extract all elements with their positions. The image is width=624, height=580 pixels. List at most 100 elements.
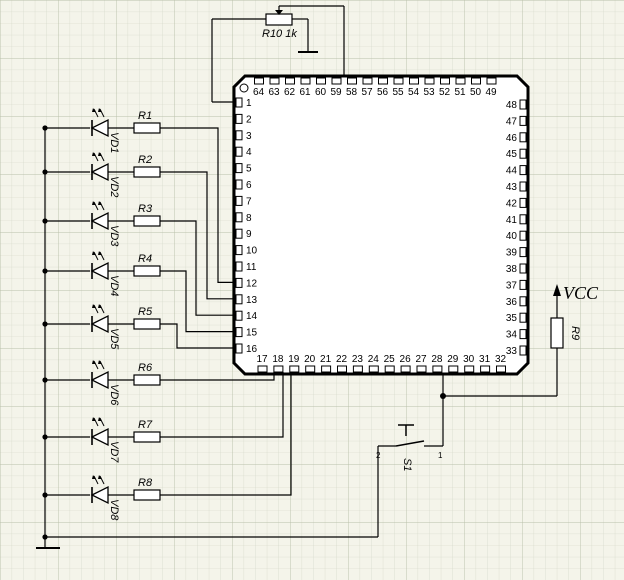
chip-pin [519,345,527,356]
led-resistor[interactable] [133,431,161,443]
chip-pin-label: 50 [470,87,482,98]
chip-pin [368,365,379,373]
chip-pin [480,365,491,373]
vcc-arrow: VCC [553,283,599,303]
chip-pin [321,365,332,373]
chip-pin-label: 60 [315,87,327,98]
led-label: VD2 [108,176,120,197]
chip-pin [347,77,357,85]
led-resistor[interactable] [133,166,161,178]
chip-pin-label: 58 [346,87,358,98]
chip-pin [519,165,527,176]
chip-pin [519,115,527,126]
chip-pin [235,212,243,223]
chip-pin [519,214,527,225]
led-resistor[interactable] [133,122,161,134]
chip-pin-label: 40 [506,231,518,242]
chip-pin-label: 56 [377,87,389,98]
chip-pin [235,294,243,305]
microcontroller-chip[interactable] [232,74,530,376]
chip-pin [519,230,527,241]
chip-pin-label: 53 [423,87,435,98]
resistor-label: R3 [138,203,153,215]
chip-pin [352,365,363,373]
chip-pin [519,312,527,323]
chip-pin-label: 47 [506,116,518,127]
switch-s1[interactable]: S1 1 2 [376,424,444,537]
led-resistor[interactable] [133,489,161,501]
chip-pin [305,365,316,373]
chip-pin-label: 23 [352,354,364,365]
chip-pin-label: 28 [431,354,443,365]
chip-pin-label: 26 [400,354,412,365]
chip-pin [393,77,404,85]
chip-pin [254,77,264,85]
chip-pin-label: 35 [506,313,518,324]
chip-pin [235,245,243,256]
chip-pin [337,365,347,373]
chip-pin [235,146,243,157]
chip-pin [519,148,527,159]
resistor-label: R1 [138,110,152,122]
chip-pin-label: 42 [506,198,518,209]
chip-pin-label: 62 [284,87,296,98]
chip-pins [235,77,527,373]
resistor-label: R4 [138,253,152,265]
chip-pin-label: 59 [330,87,342,98]
pin1-marker [239,83,249,93]
chip-pin [409,77,419,85]
chip-pin-label: 4 [246,147,252,158]
led-label: VD8 [108,499,120,521]
chip-pin [235,130,243,141]
chip-pin-label: 64 [253,87,265,98]
led-resistor[interactable] [133,215,161,227]
chip-pin-label: 39 [506,248,518,259]
chip-pin [471,77,481,85]
chip-pin [486,77,497,85]
chip-pin [235,327,243,338]
chip-pin [432,365,443,373]
chip-pin-label: 61 [299,87,311,98]
potentiometer-r10[interactable]: R10 1k [211,5,345,103]
chip-pin-label: 33 [506,346,518,357]
vcc-label: VCC [563,283,599,303]
chip-pin [362,77,373,85]
pullup-r9[interactable]: R9 [443,300,581,397]
led-resistor[interactable] [133,374,161,386]
chip-pin-label: 22 [336,354,348,365]
chip-pin-label: 63 [268,87,280,98]
chip-pin-label: 57 [361,87,373,98]
resistor-label: R7 [138,419,153,431]
chip-pin-label: 10 [246,246,258,257]
chip-pin [424,77,435,85]
resistor-label: R2 [138,154,152,166]
chip-pin [257,365,268,373]
chip-pin-label: 19 [288,354,300,365]
chip-pin [384,365,395,373]
chip-pin-label: 12 [246,278,258,289]
led-label: VD7 [108,441,120,463]
chip-pin [285,77,295,85]
led-label: VD3 [108,225,120,247]
chip-pin [235,310,243,321]
led-resistor[interactable] [133,265,161,277]
pot-label: R10 1k [262,28,297,40]
chip-pin [496,365,506,373]
switch-pin1: 1 [438,451,443,460]
chip-pin [316,77,326,85]
chip-pin-label: 54 [408,87,420,98]
chip-pin-label: 18 [272,354,284,365]
led-label: VD1 [108,132,120,153]
chip-pin [273,365,284,373]
led-resistor[interactable] [133,318,161,330]
chip-pin-label: 52 [439,87,451,98]
chip-pin-label: 20 [304,354,316,365]
